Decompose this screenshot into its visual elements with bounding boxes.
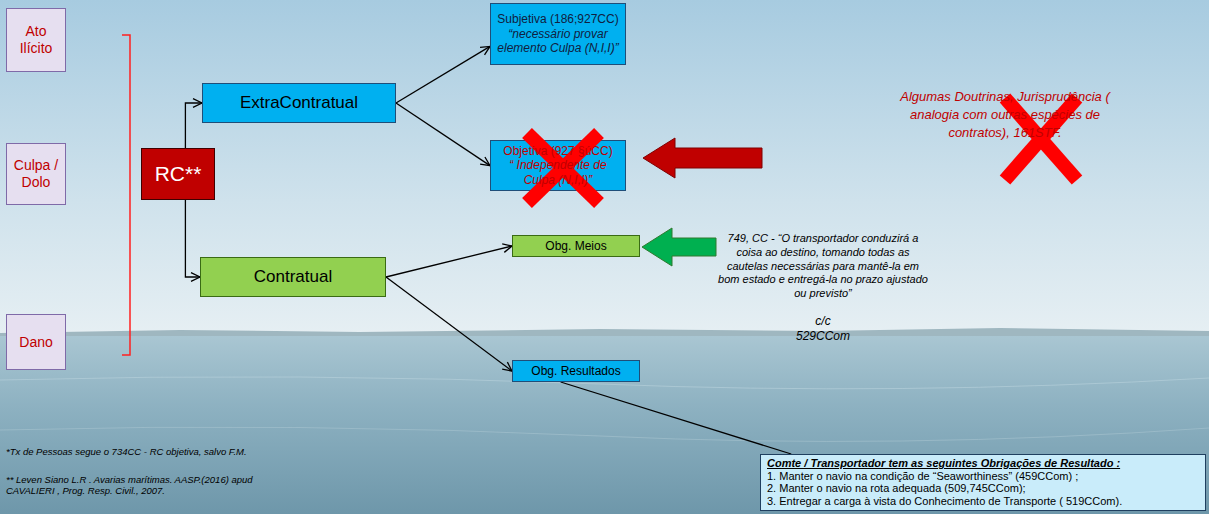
node-text: RC** [155, 162, 202, 186]
process-box: Objetiva (927 §úCC)“ Independente de Cul… [490, 140, 626, 191]
callout-note: Algumas Doutrinas, Jurisprudência ( anal… [885, 88, 1125, 143]
connector [386, 277, 512, 371]
node-text: Ato Ilícito [10, 23, 62, 57]
node-text: Comte / Transportador tem as seguintes O… [767, 457, 1120, 470]
connector [185, 99, 202, 148]
concept-box: Ato Ilícito [6, 8, 66, 72]
red-block-arrow [643, 138, 762, 178]
process-box: Contratual [200, 257, 386, 297]
footnote: *Tx de Pessoas segue o 734CC - RC objeti… [6, 446, 426, 457]
node-text: Objetiva (927 §úCC) [503, 144, 612, 158]
connector [561, 382, 792, 454]
node-text: 2. Manter o navio na rota adequada (509,… [767, 482, 1026, 495]
sky [0, 0, 1209, 335]
process-box: Obg. Resultados [512, 360, 640, 382]
connector [185, 200, 200, 281]
node-text: Contratual [254, 267, 332, 287]
concept-box: Dano [6, 314, 66, 370]
node-text: Dano [19, 334, 52, 351]
node-text: Subjetiva (186;927CC) [497, 12, 618, 26]
process-box: Subjetiva (186;927CC)“necessário provar … [490, 3, 626, 65]
process-box: Obg. Meios [512, 235, 640, 257]
connector [386, 244, 512, 277]
node-text: Obg. Meios [545, 239, 606, 253]
node-text: ExtraContratual [240, 93, 358, 113]
bracket [122, 35, 130, 355]
node-text: Culpa / Dolo [10, 157, 62, 191]
footnote: ** Leven Siano L.R . Avarias marítimas. … [6, 474, 266, 497]
concept-box: Culpa / Dolo [6, 143, 66, 205]
green-block-arrow [642, 228, 716, 266]
connector [396, 46, 490, 103]
node-text: “necessário provar elemento Culpa (N,I,I… [494, 27, 622, 56]
quote-note: c/c [716, 314, 930, 328]
node-text: “ Independente de Culpa (N,I,I)” [494, 158, 622, 187]
node-text: 3. Entregar a carga à vista do Conhecime… [767, 495, 1122, 508]
wave [0, 427, 1209, 441]
quote-note: 749, CC - “O transportador conduzirá a c… [716, 232, 930, 301]
note-box: Comte / Transportador tem as seguintes O… [760, 454, 1206, 511]
node-text: 1. Manter o navio na condição de “Seawor… [767, 470, 1078, 483]
quote-note: 529CCom [716, 329, 930, 343]
central-box: RC** [141, 148, 215, 200]
connector [396, 103, 490, 166]
node-text: Obg. Resultados [531, 364, 620, 378]
sea [0, 336, 1209, 514]
process-box: ExtraContratual [202, 83, 396, 123]
